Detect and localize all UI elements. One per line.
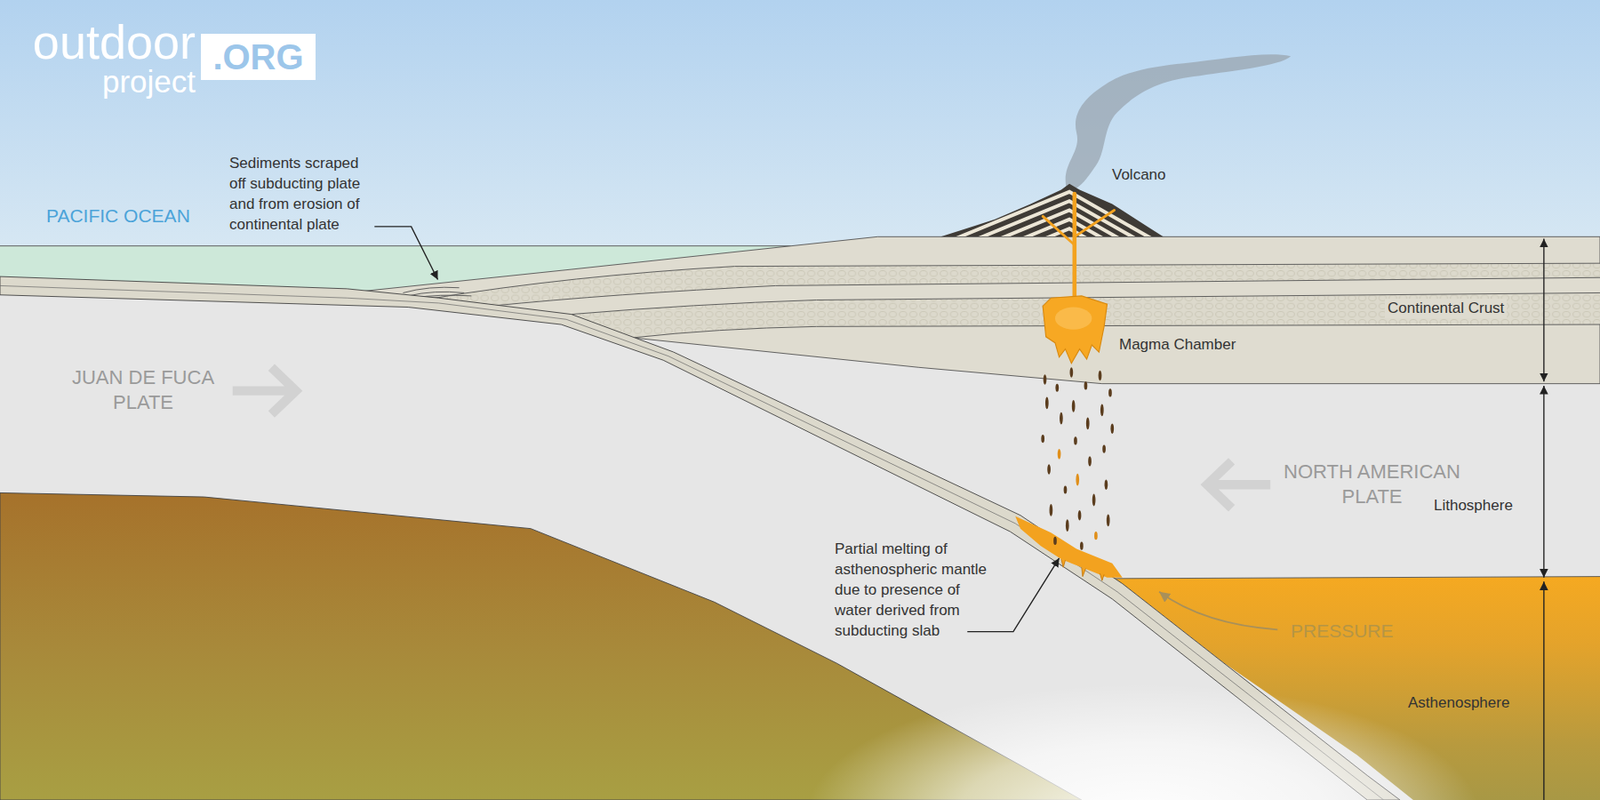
layer-label: Continental Crust xyxy=(1384,298,1507,319)
callout-note: Sediments scraped off subducting plate a… xyxy=(229,152,370,235)
magma-drop xyxy=(1040,434,1045,443)
logo-badge: .ORG xyxy=(200,33,316,80)
magma-drop xyxy=(1059,412,1064,425)
magma-drop xyxy=(1043,374,1048,384)
plate-motion-arrow xyxy=(1207,461,1271,509)
magma-drop xyxy=(1075,473,1080,487)
magma-glow xyxy=(1055,307,1092,330)
magma-drop xyxy=(1086,417,1090,431)
pressure-arrow xyxy=(1159,592,1278,630)
sky xyxy=(0,0,1600,248)
plate-motion-arrow xyxy=(232,367,296,415)
crust-bracket xyxy=(1543,239,1544,383)
main-conduit xyxy=(1072,193,1078,306)
layer-brackets xyxy=(1543,239,1544,800)
magma-drop xyxy=(1080,542,1084,551)
layer-label: Asthenosphere xyxy=(1408,693,1510,713)
volcano-stratum xyxy=(897,219,1204,296)
magma-drop xyxy=(1049,504,1054,517)
magma-drop xyxy=(1102,445,1106,454)
side-conduit xyxy=(1042,216,1075,245)
magma-drop xyxy=(1055,384,1059,392)
magma-drop xyxy=(1088,456,1092,466)
asthenosphere-boundary xyxy=(1107,576,1600,579)
asthenosphere-bracket xyxy=(1543,581,1544,800)
magma-chamber xyxy=(1042,296,1107,364)
magma-drop xyxy=(1057,448,1062,459)
callout-note: Partial melting of asthenospheric mantle… xyxy=(834,538,992,641)
volcano-strata xyxy=(897,192,1204,305)
volcano-stratum xyxy=(897,200,1204,278)
stratum-line xyxy=(428,263,1600,299)
magma-drop xyxy=(1064,485,1068,494)
magma-drop xyxy=(1092,494,1096,507)
magma-drop xyxy=(1078,510,1082,520)
magma-drop xyxy=(1108,388,1112,397)
magma-drop xyxy=(1084,381,1088,390)
feature-label: Magma Chamber xyxy=(1116,335,1239,355)
magma-drop xyxy=(1070,367,1074,377)
plate-label: JUAN DE FUCA PLATE xyxy=(63,365,224,416)
magma-drop xyxy=(1047,464,1051,474)
rising-magma-drops xyxy=(1040,367,1114,550)
lithosphere-bracket xyxy=(1543,385,1544,578)
magma-drop xyxy=(1110,423,1114,433)
side-conduit xyxy=(1074,209,1115,237)
partial-melt-zone xyxy=(1015,516,1123,578)
magma-drop xyxy=(1094,531,1098,540)
magma-drop xyxy=(1073,436,1078,445)
magma-drop xyxy=(1045,397,1049,410)
depth-haze xyxy=(806,683,1480,800)
logo-text: outdoor project xyxy=(30,17,196,97)
leader-line xyxy=(374,226,438,280)
volcano-stratum xyxy=(897,209,1204,287)
force-label: PRESSURE xyxy=(1290,618,1394,643)
feature-label: Volcano xyxy=(1112,165,1167,185)
magma-drop xyxy=(1053,536,1057,545)
volcano-stratum xyxy=(897,228,1204,305)
smoke-plume xyxy=(1065,54,1291,190)
magma-drop xyxy=(1104,480,1109,490)
magma-drop xyxy=(1098,370,1103,381)
magma-dike xyxy=(1042,193,1114,306)
magma-drop xyxy=(1106,514,1111,528)
magma-drop xyxy=(1072,400,1076,413)
volcano-stratum xyxy=(897,192,1204,269)
melt-drips xyxy=(1061,559,1104,581)
magma-drop xyxy=(1065,519,1070,532)
layer-label: Lithosphere xyxy=(1431,496,1516,516)
ocean-label: PACIFIC OCEAN xyxy=(46,203,191,228)
volcano-cone xyxy=(940,184,1163,238)
magma-drop xyxy=(1100,404,1104,417)
sea-surface xyxy=(0,245,792,247)
